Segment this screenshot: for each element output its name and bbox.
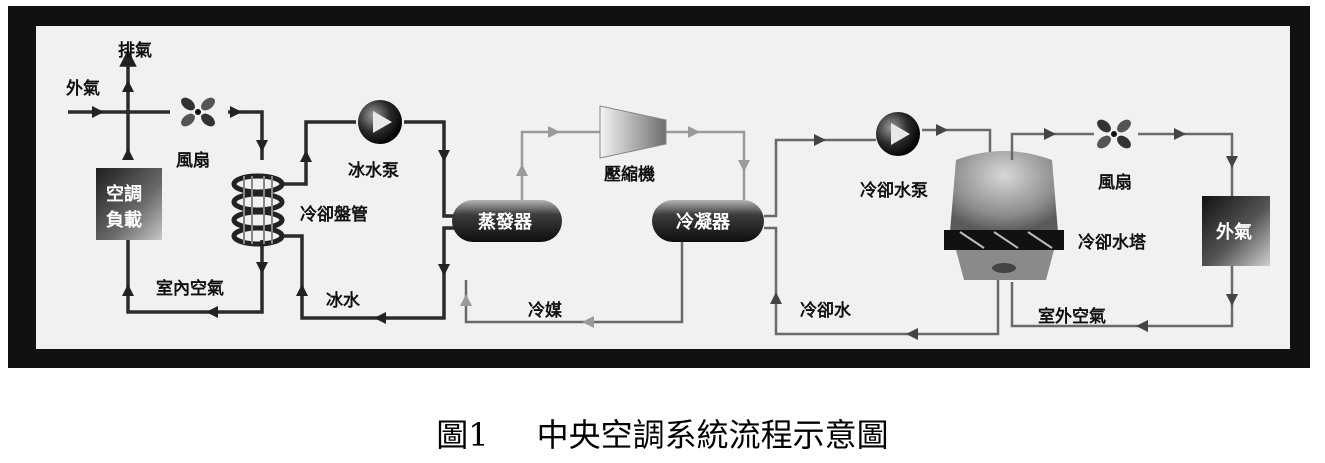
compressor-to-condenser-pipe bbox=[666, 130, 746, 200]
cool-left-arrow bbox=[906, 328, 918, 340]
ref-right-arrow bbox=[548, 126, 560, 138]
indoor-air-return-pipe bbox=[126, 238, 264, 314]
evaporator-tank bbox=[452, 200, 562, 242]
figure-number: 圖1 bbox=[436, 416, 489, 454]
chilled-water-pump-label: 冰水泵 bbox=[348, 160, 399, 181]
condenser-to-pump-pipe bbox=[764, 138, 876, 218]
fan-right-label: 風扇 bbox=[1098, 172, 1132, 193]
cooling-coil-icon bbox=[231, 173, 285, 247]
outdoor-air-label: 室外空氣 bbox=[1038, 306, 1106, 327]
cooling-water-pump-label: 冷卻水泵 bbox=[860, 180, 928, 201]
ref-left-arrow bbox=[582, 316, 594, 328]
return-up-arrow bbox=[122, 284, 134, 296]
coil-out-arrow bbox=[256, 262, 268, 274]
return-left-arrow bbox=[206, 306, 218, 318]
outside-air-arrow bbox=[92, 106, 104, 118]
compressor-label: 壓縮機 bbox=[604, 164, 655, 185]
cooling-water-pipes bbox=[764, 124, 1000, 340]
cw-up-arrow-2 bbox=[296, 284, 308, 296]
cooling-tower-icon bbox=[944, 151, 1064, 280]
condenser-return-pipe bbox=[464, 242, 684, 324]
fan-to-box-pipe bbox=[1138, 132, 1234, 196]
condenser-tank bbox=[652, 200, 764, 242]
cool-right-arrow-2 bbox=[936, 124, 948, 136]
ref-right-arrow-2 bbox=[688, 126, 700, 138]
coil-down-arrow bbox=[256, 140, 268, 152]
evap-to-compressor-pipe bbox=[520, 130, 600, 200]
outside-air-label: 外氣 bbox=[66, 78, 100, 99]
oa-right-arrow-2 bbox=[1174, 128, 1186, 140]
pump-to-evaporator-pipe bbox=[404, 120, 456, 218]
oa-down-arrow bbox=[1226, 156, 1238, 168]
hvac-flow-diagram: 排氣 外氣 風扇 空調 負載 室內空氣 冷卻盤管 冰水泵 冰水 bbox=[66, 40, 1270, 340]
condenser-label: 冷凝器 bbox=[676, 211, 731, 233]
cooling-coil-label: 冷卻盤管 bbox=[300, 204, 368, 225]
compressor-icon bbox=[599, 105, 667, 159]
figure-title: 中央空調系統流程示意圖 bbox=[536, 416, 889, 454]
air-loop-pipes bbox=[68, 49, 268, 318]
ref-up-arrow bbox=[516, 164, 528, 176]
tower-to-fan-pipe bbox=[1010, 132, 1094, 160]
fan-left-icon bbox=[181, 97, 215, 127]
indoor-air-label: 室內空氣 bbox=[156, 278, 224, 299]
oa-left-arrow bbox=[1136, 320, 1148, 332]
cw-down-arrow-2 bbox=[438, 264, 450, 276]
pump-direction-icon bbox=[373, 111, 392, 133]
cw-down-arrow bbox=[438, 150, 450, 162]
chilled-water-pipes bbox=[284, 120, 456, 324]
ref-up-arrow-2 bbox=[460, 294, 472, 306]
cw-up-arrow bbox=[300, 150, 312, 162]
figure-caption: 圖1 中央空調系統流程示意圖 bbox=[0, 410, 1325, 456]
cool-up-arrow bbox=[770, 292, 782, 304]
exhaust-label: 排氣 bbox=[118, 40, 152, 61]
diagram-frame bbox=[8, 6, 1310, 368]
cool-right-arrow bbox=[814, 134, 826, 146]
fan-to-coil-pipe bbox=[228, 110, 264, 160]
outdoor-air-pipes bbox=[1010, 128, 1238, 332]
refrigerant-label: 冷媒 bbox=[528, 300, 563, 321]
cooling-pump-direction-icon bbox=[891, 123, 910, 145]
outside-air-box bbox=[1202, 196, 1270, 266]
fan-right-icon bbox=[1097, 119, 1131, 149]
cooling-water-label: 冷卻水 bbox=[800, 300, 852, 321]
load-up-arrow bbox=[122, 148, 134, 160]
exhaust-up-arrow bbox=[122, 80, 134, 92]
evaporator-return-pipe bbox=[284, 226, 456, 320]
cw-left-arrow bbox=[374, 312, 386, 324]
oa-down-arrow-2 bbox=[1226, 294, 1238, 306]
refrigerant-pipes bbox=[460, 126, 750, 328]
ac-load-label-2: 負載 bbox=[106, 209, 142, 231]
coil-to-pump-pipe bbox=[284, 120, 356, 186]
ac-load-box bbox=[96, 168, 162, 240]
ac-load-label-1: 空調 bbox=[106, 183, 142, 205]
oa-right-arrow bbox=[1044, 128, 1056, 140]
evaporator-label: 蒸發器 bbox=[478, 211, 533, 233]
outside-air-box-label: 外氣 bbox=[1216, 221, 1252, 243]
ref-down-arrow bbox=[738, 160, 750, 172]
fan-left-label: 風扇 bbox=[176, 150, 210, 171]
fan-out-arrow bbox=[230, 106, 242, 118]
chilled-water-label: 冰水 bbox=[326, 290, 361, 311]
tower-return-pipe bbox=[764, 226, 1000, 336]
cooling-tower-label: 冷卻水塔 bbox=[1078, 232, 1147, 253]
